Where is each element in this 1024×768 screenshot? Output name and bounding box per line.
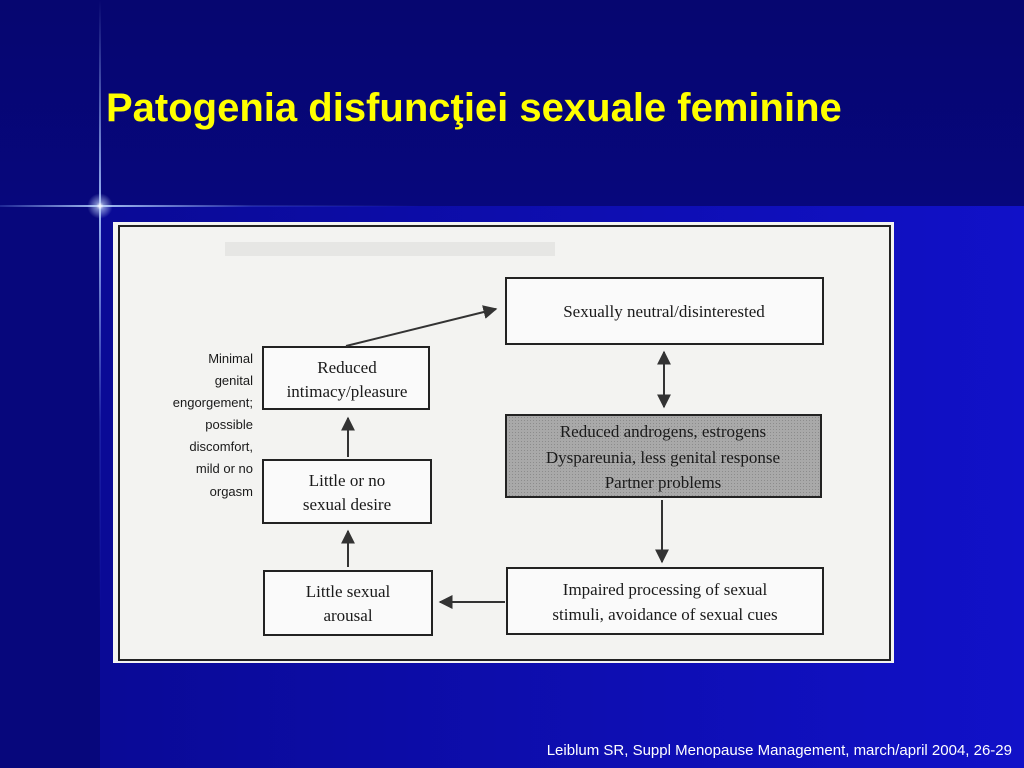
arrow-intimacy-to-neutral xyxy=(345,305,498,347)
intimacy-label-line2: intimacy/pleasure xyxy=(287,382,408,401)
side-note-line5: discomfort, xyxy=(189,439,253,454)
neutral-label: Sexually neutral/disinterested xyxy=(563,302,765,321)
box-little-arousal xyxy=(263,570,433,636)
hormones-label-line2: Dyspareunia, less genital response xyxy=(546,448,780,467)
intimacy-label-line1: Reduced xyxy=(317,358,377,377)
slide-title: Patogenia disfuncţiei sexuale feminine xyxy=(106,86,842,130)
side-note-line6: mild or no xyxy=(196,461,253,476)
side-note-line3: engorgement; xyxy=(173,395,253,410)
bleed-through-mark xyxy=(225,242,555,256)
side-note-line4: possible xyxy=(205,417,253,432)
arousal-label-line1: Little sexual xyxy=(306,582,391,601)
diagram-frame xyxy=(118,225,891,661)
box-sexually-neutral xyxy=(505,277,824,345)
desire-label-line1: Little or no xyxy=(309,471,385,490)
box-reduced-hormones xyxy=(505,414,822,498)
side-note-line7: orgasm xyxy=(210,484,253,499)
slide-header-background xyxy=(0,0,1024,206)
slide-left-band xyxy=(0,206,100,768)
sparkle-icon xyxy=(85,191,115,221)
side-note-line1: Minimal xyxy=(208,351,253,366)
processing-label-line2: stimuli, avoidance of sexual cues xyxy=(552,605,777,624)
decorative-vertical-line xyxy=(99,0,101,768)
diagram-figure: Sexually neutral/disinterested Reduced i… xyxy=(113,222,894,663)
hormones-label-line3: Partner problems xyxy=(605,473,722,492)
side-note-line2: genital xyxy=(215,373,253,388)
diagram-svg: Sexually neutral/disinterested Reduced i… xyxy=(118,225,891,661)
desire-label-line2: sexual desire xyxy=(303,495,391,514)
decorative-horizontal-line xyxy=(0,205,420,207)
box-reduced-intimacy xyxy=(262,346,430,410)
box-impaired-processing xyxy=(506,567,824,635)
arousal-label-line2: arousal xyxy=(323,606,372,625)
hormones-label-line1: Reduced androgens, estrogens xyxy=(560,422,766,441)
box-little-desire xyxy=(262,459,432,524)
citation-footer: Leiblum SR, Suppl Menopause Management, … xyxy=(546,742,1012,759)
processing-label-line1: Impaired processing of sexual xyxy=(563,580,768,599)
